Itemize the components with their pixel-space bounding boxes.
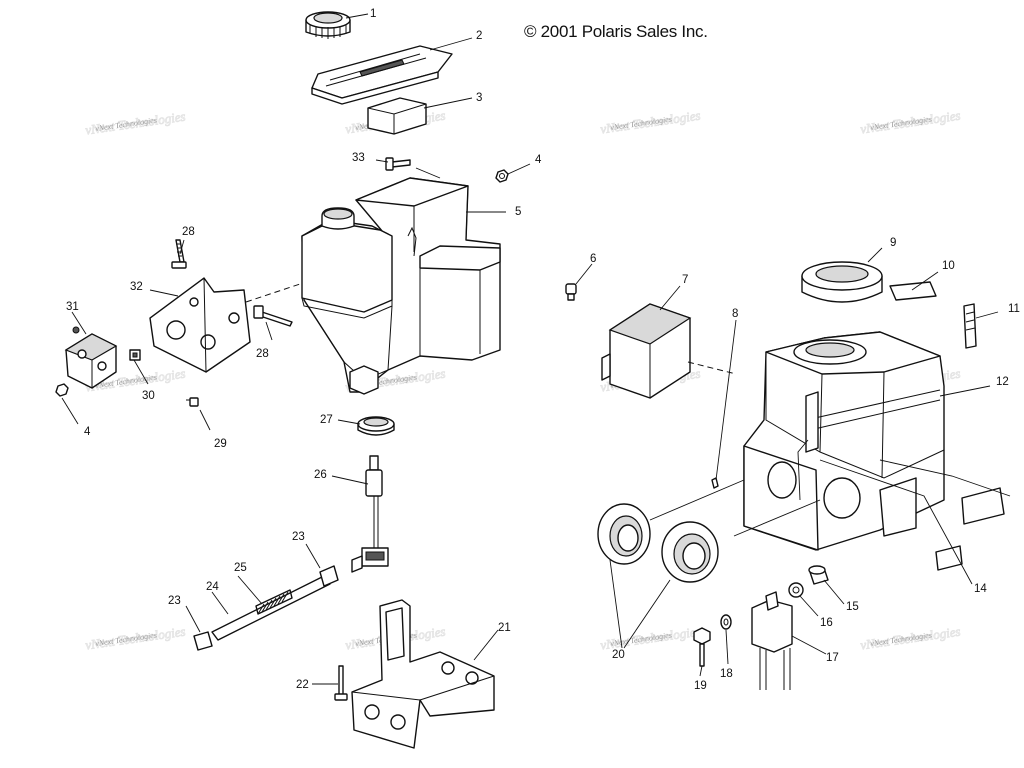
callout-6: 6 <box>590 253 596 265</box>
callout-7: 7 <box>682 274 688 286</box>
part-10-label <box>889 281 937 301</box>
callout-16: 16 <box>820 617 833 629</box>
part-17-harness <box>751 591 793 690</box>
part-22-bolt <box>334 665 348 701</box>
callout-28-top: 28 <box>182 226 195 238</box>
callout-21: 21 <box>498 622 511 634</box>
callout-4-top: 4 <box>535 154 542 166</box>
part-1-cap <box>305 11 351 39</box>
callout-32: 32 <box>130 281 143 293</box>
part-19-bolt <box>693 627 711 667</box>
callout-12: 12 <box>996 376 1009 388</box>
part-27-grommet <box>357 416 395 436</box>
callout-25: 25 <box>234 562 247 574</box>
part-21-bracket <box>351 599 495 749</box>
part-20-boot-right <box>661 521 719 583</box>
part-31-pump <box>64 326 118 389</box>
part-28-bolt <box>171 239 187 269</box>
part-24-tube <box>211 575 331 641</box>
callout-2: 2 <box>476 30 482 42</box>
callout-26: 26 <box>314 469 327 481</box>
callout-24: 24 <box>206 581 219 593</box>
callout-15: 15 <box>846 601 859 613</box>
callout-31: 31 <box>66 301 79 313</box>
part-26-sensor <box>351 455 389 573</box>
callout-17: 17 <box>826 652 839 664</box>
callout-23-right: 23 <box>292 531 305 543</box>
callout-19: 19 <box>694 680 707 692</box>
callout-11: 11 <box>1008 303 1020 315</box>
callout-22: 22 <box>296 679 309 691</box>
callout-18: 18 <box>720 668 733 680</box>
part-23-cap-right <box>319 565 339 587</box>
part-11-clip <box>963 303 977 349</box>
callout-10: 10 <box>942 260 955 272</box>
callout-3: 3 <box>476 92 482 104</box>
part-33-screw <box>385 157 411 171</box>
part-7-module <box>601 303 692 399</box>
part-6-screw <box>565 283 577 301</box>
copyright-notice: © 2001 Polaris Sales Inc. <box>524 22 708 41</box>
part-20-boot-left <box>597 503 651 565</box>
part-9-ring <box>801 261 883 303</box>
part-29-screw <box>186 397 199 407</box>
part-32-bracket <box>149 277 251 373</box>
callout-14: 14 <box>974 583 987 595</box>
part-13-label <box>961 487 1005 525</box>
callout-23-left: 23 <box>168 595 181 607</box>
callout-9: 9 <box>890 237 896 249</box>
part-23-cap-left <box>193 631 213 651</box>
callout-1: 1 <box>370 8 376 20</box>
part-15-grommet <box>808 565 829 585</box>
callout-33: 33 <box>352 152 365 164</box>
part-16-nut <box>788 582 804 598</box>
callout-4-left: 4 <box>84 426 91 438</box>
part-25-spring <box>255 589 293 615</box>
callout-20: 20 <box>612 649 625 661</box>
callout-29: 29 <box>214 438 227 450</box>
callout-5: 5 <box>515 206 521 218</box>
part-30-grommet <box>129 349 141 361</box>
part-28-bolt-lower <box>253 305 293 327</box>
leader-lines <box>61 13 1011 685</box>
callout-27: 27 <box>320 414 333 426</box>
part-4-nut <box>495 169 509 183</box>
callout-30: 30 <box>142 390 155 402</box>
part-4-nut-lower <box>55 383 69 397</box>
callout-8: 8 <box>732 308 738 320</box>
part-5-tank <box>301 177 501 395</box>
part-12-airbox <box>743 331 945 551</box>
callout-labels: 1 2 3 33 4 5 28 32 31 28 30 4 29 27 26 2… <box>66 8 1020 692</box>
callout-28-mid: 28 <box>256 348 269 360</box>
part-2-cover <box>311 45 453 105</box>
part-3-filter <box>367 97 427 135</box>
part-18-washer <box>720 614 732 630</box>
part-8-pin <box>711 477 719 489</box>
